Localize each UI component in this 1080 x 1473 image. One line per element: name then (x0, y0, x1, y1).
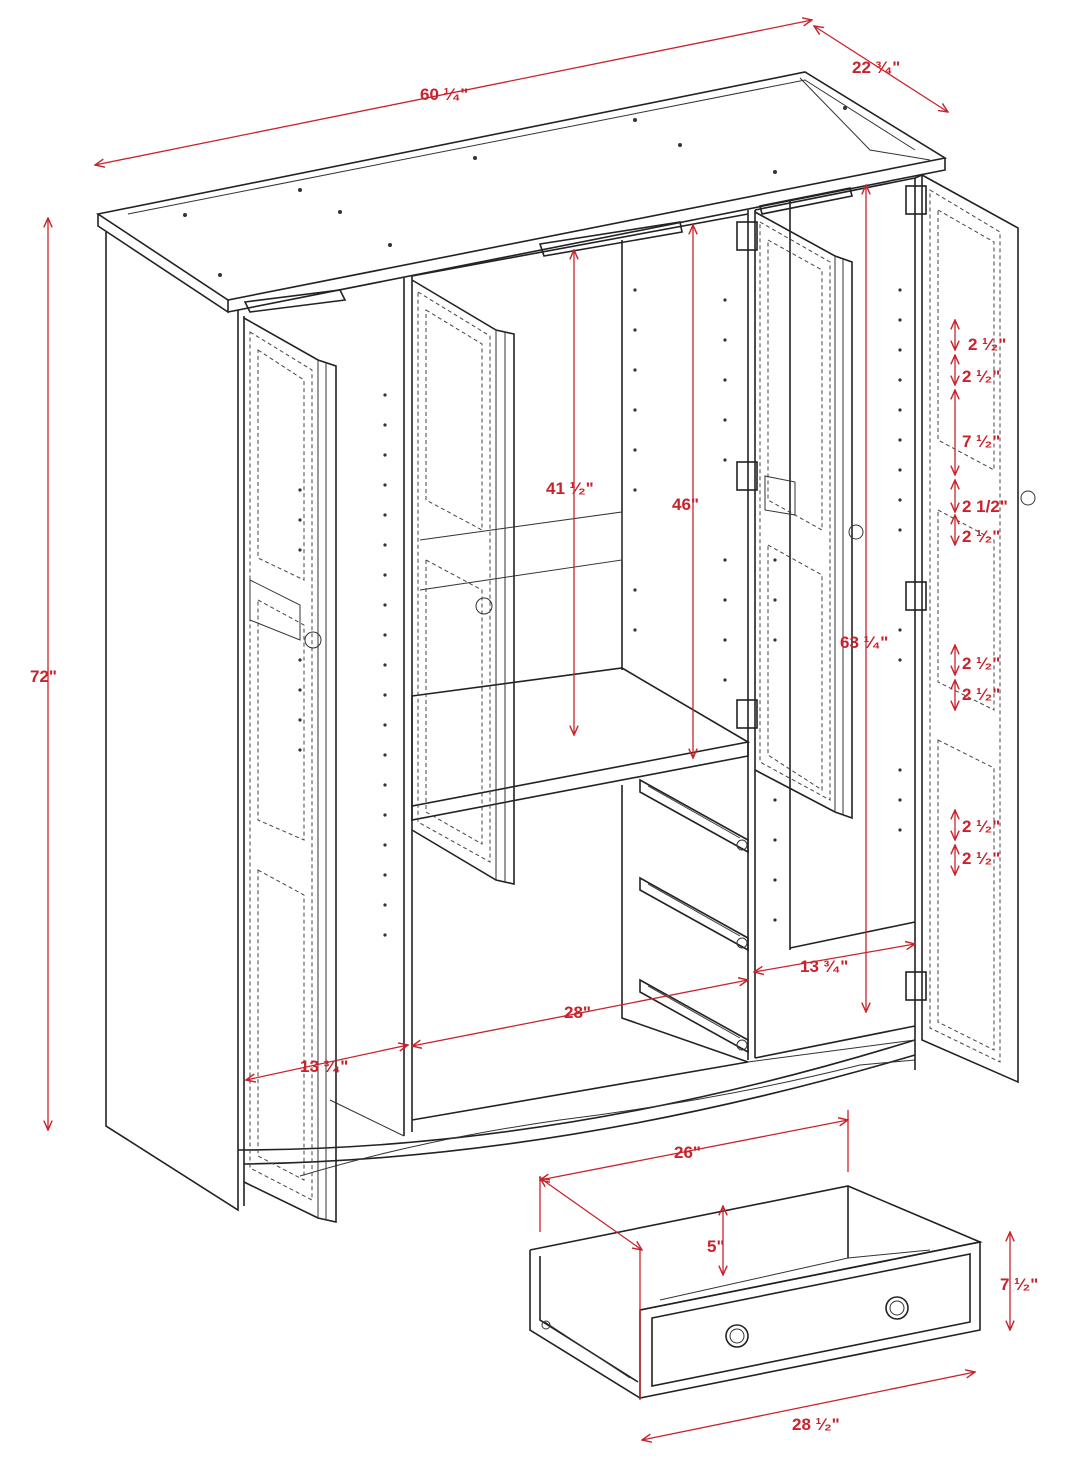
drawer-slides (639, 778, 749, 1054)
hinges (736, 185, 927, 1001)
dim-shelf-spacing-b: 2 ¹⁄₂" (962, 367, 1000, 386)
dimension-lines (48, 20, 1010, 1440)
dim-shelf-spacing-f: 2 ¹⁄₂" (962, 654, 1000, 673)
dim-drawer-front-width: 28 ¹⁄₂" (792, 1415, 840, 1434)
dim-right-hang-height: 63 ¹⁄₄" (840, 633, 888, 652)
dim-shelf-spacing-g: 2 ¹⁄₂" (962, 685, 1000, 704)
dim-height-total: 72" (30, 667, 57, 686)
dim-shelf-spacing-c: 7 ¹⁄₂" (962, 432, 1000, 451)
center-right-door (754, 211, 864, 820)
dim-center-upper-height: 46" (672, 495, 699, 514)
dimension-labels: 60 ¹⁄₄" 22 ³⁄₄" 72" 41 ¹⁄₂" 46" 63 ¹⁄₄" … (30, 58, 1038, 1434)
dim-shelf-spacing-e: 2 ¹⁄₂" (962, 527, 1000, 546)
dim-left-depth: 13 ³⁄₄" (300, 1057, 348, 1076)
center-left-door (411, 279, 515, 885)
cabinet-body (95, 71, 948, 1212)
dim-drawer-width-inner: 26" (674, 1143, 701, 1162)
dim-width-total: 60 ¹⁄₄" (420, 85, 468, 104)
shelf-holes (183, 106, 902, 937)
dim-drawer-front-height: 7 ¹⁄₂" (1000, 1275, 1038, 1294)
dim-shelf-spacing-i: 2 ¹⁄₂" (962, 849, 1000, 868)
dim-center-width: 28" (564, 1003, 591, 1022)
dim-shelf-spacing-d: 2 1/2" (962, 497, 1008, 516)
dim-center-hang-height: 41 ¹⁄₂" (546, 479, 594, 498)
dim-shelf-spacing-h: 2 ¹⁄₂" (962, 817, 1000, 836)
dim-drawer-height-inner: 5" (707, 1237, 725, 1256)
dim-shelf-spacing-a: 2 ¹⁄₂" (968, 335, 1006, 354)
right-door (914, 173, 1036, 1084)
dim-right-depth: 13 ³⁄₄" (800, 957, 848, 976)
dim-depth-total: 22 ³⁄₄" (852, 58, 900, 77)
left-door (243, 317, 337, 1223)
